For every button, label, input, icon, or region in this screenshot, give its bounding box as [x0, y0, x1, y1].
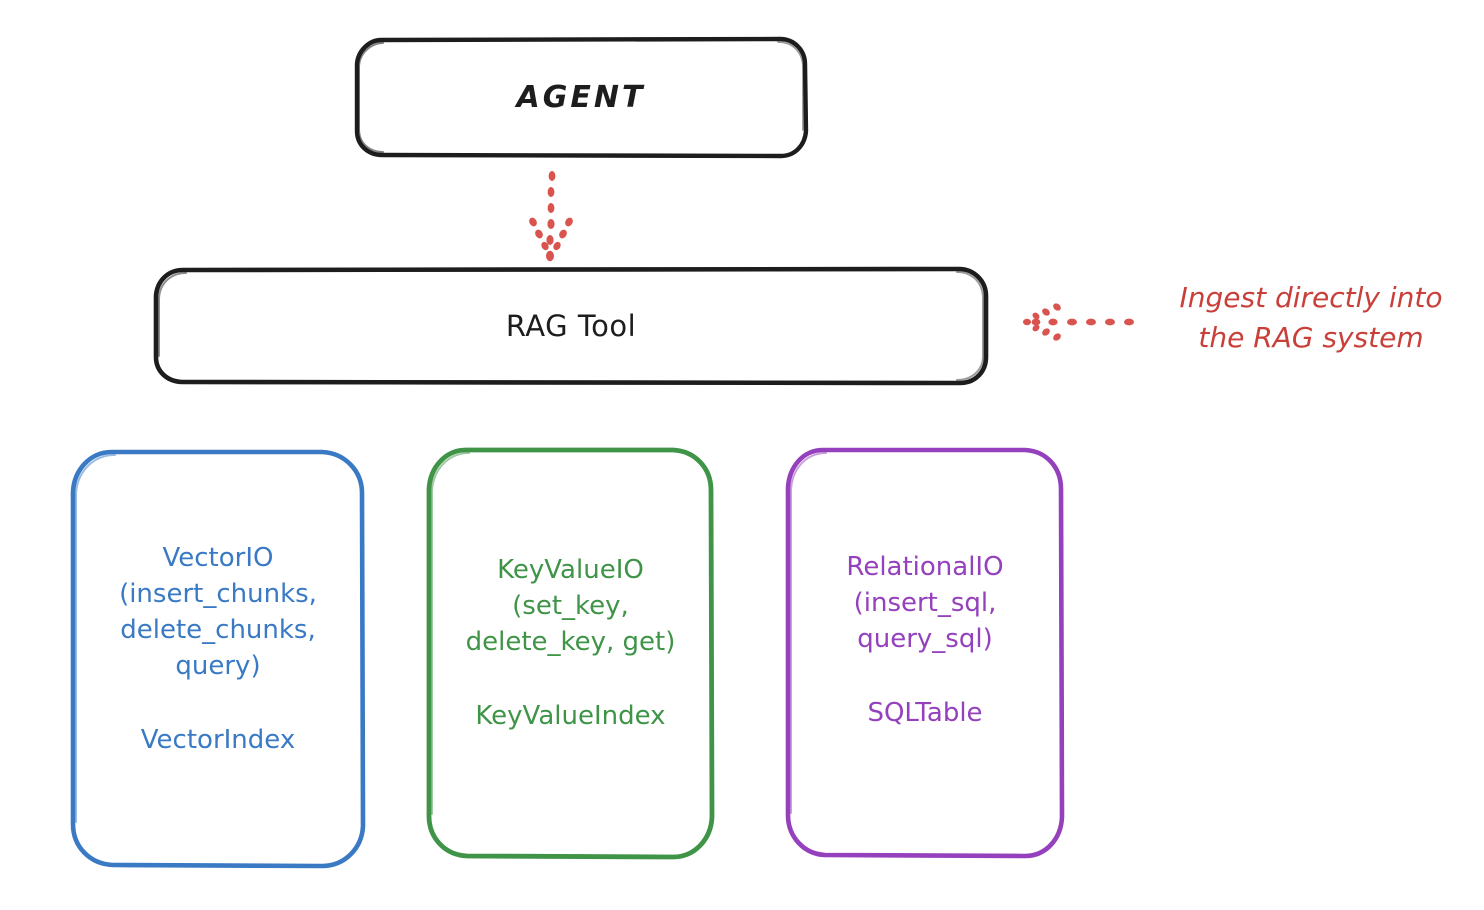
- agent-label: AGENT: [516, 79, 646, 115]
- relationalio-index-label: SQLTable: [867, 698, 983, 728]
- relationalio-text-stack: RelationalIO (insert_sql, query_sql) SQL…: [846, 549, 1003, 731]
- rag-tool-label: RAG Tool: [505, 309, 637, 343]
- ingest-note-arrow: [1023, 303, 1134, 341]
- vectorio-index-label: VectorIndex: [140, 725, 296, 755]
- keyvalueio-index-label: KeyValueIndex: [475, 701, 666, 731]
- rag-tool-node[interactable]: RAG Tool: [155, 268, 987, 384]
- vectorio-text-stack: VectorIO (insert_chunks, delete_chunks, …: [119, 540, 317, 758]
- relationalio-node[interactable]: RelationalIO (insert_sql, query_sql) SQL…: [788, 448, 1062, 856]
- keyvalueio-node[interactable]: KeyValueIO (set_key, delete_key, get) Ke…: [428, 448, 713, 858]
- agent-to-rag-arrow: [529, 171, 573, 262]
- ingest-annotation-label: Ingest directly into the RAG system: [1179, 281, 1443, 354]
- vectorio-box-outline: [70, 449, 366, 869]
- keyvalueio-text-stack: KeyValueIO (set_key, delete_key, get) Ke…: [466, 552, 676, 734]
- agent-box-outline: [354, 36, 809, 159]
- keyvalueio-box-outline: [426, 447, 715, 860]
- relationalio-box-outline: [785, 447, 1065, 859]
- vectorio-node[interactable]: VectorIO (insert_chunks, delete_chunks, …: [72, 450, 364, 868]
- keyvalueio-api-label: KeyValueIO (set_key, delete_key, get): [465, 555, 676, 657]
- vectorio-api-label: VectorIO (insert_chunks, delete_chunks, …: [119, 543, 317, 681]
- relationalio-api-label: RelationalIO (insert_sql, query_sql): [846, 552, 1004, 654]
- agent-node[interactable]: AGENT: [356, 38, 806, 156]
- rag-tool-box-outline: [153, 266, 989, 386]
